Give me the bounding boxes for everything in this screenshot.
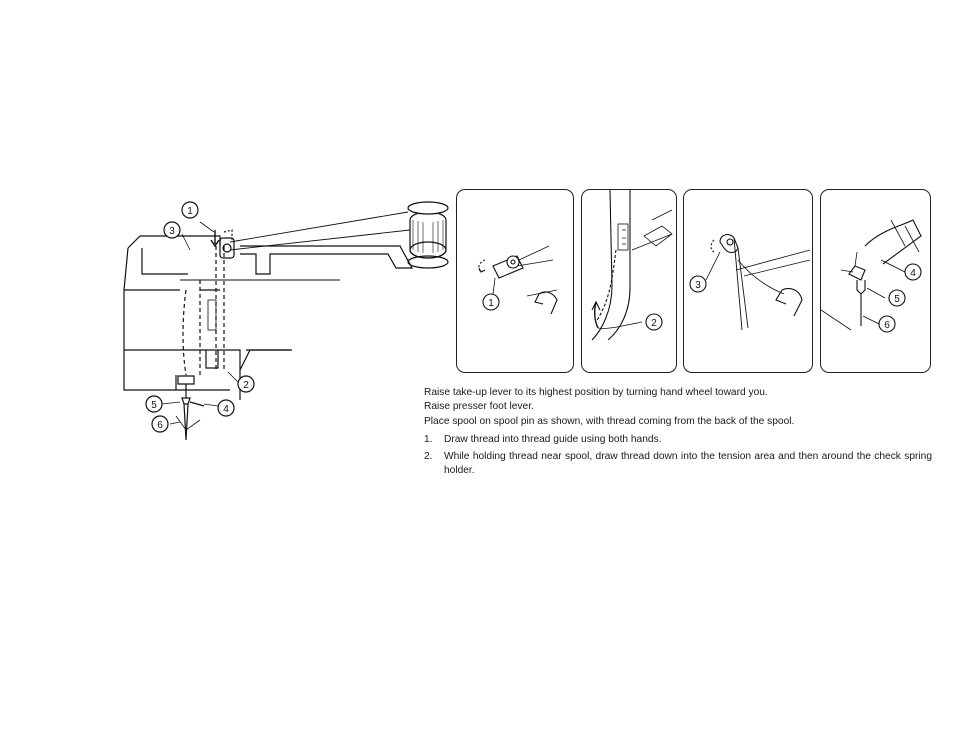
svg-text:6: 6 [157, 420, 163, 431]
step-number: 1. [424, 434, 433, 446]
step-item: 1. Draw thread into thread guide using b… [424, 433, 932, 447]
callout-2: 2 [645, 313, 663, 331]
detail-panel-needle: 4 5 6 [820, 189, 931, 373]
detail-panel-check-spring: 3 [683, 189, 813, 373]
spool-illustration [407, 201, 449, 269]
step-list: 1. Draw thread into thread guide using b… [424, 433, 932, 478]
step-number: 2. [424, 450, 433, 462]
detail-panel-thread-guide: 1 [456, 189, 574, 373]
instructions: Raise take-up lever to its highest posit… [424, 386, 932, 480]
svg-text:1: 1 [187, 206, 193, 217]
callout-4: 4 [904, 263, 922, 281]
step-item: 2. While holding thread near spool, draw… [424, 450, 932, 479]
svg-text:1: 1 [488, 298, 494, 309]
instruction-intro-1: Raise take-up lever to its highest posit… [424, 387, 768, 398]
detail-panel-tension-area: 2 [581, 189, 677, 373]
callout-5: 5 [888, 289, 906, 307]
machine-threading-diagram: 1 3 2 4 5 6 [120, 190, 450, 490]
callout-1: 1 [181, 201, 199, 219]
step-text: While holding thread near spool, draw th… [444, 450, 932, 477]
callout-6: 6 [151, 415, 169, 433]
callout-2: 2 [237, 375, 255, 393]
step-text: Draw thread into thread guide using both… [444, 434, 662, 446]
callout-4: 4 [217, 399, 235, 417]
svg-text:2: 2 [651, 318, 657, 329]
svg-text:4: 4 [910, 268, 916, 279]
instruction-intro-3: Place spool on spool pin as shown, with … [424, 415, 795, 427]
svg-text:5: 5 [894, 294, 900, 305]
svg-text:3: 3 [695, 280, 701, 291]
svg-text:2: 2 [243, 380, 249, 391]
svg-text:4: 4 [223, 404, 229, 415]
svg-text:6: 6 [884, 320, 890, 331]
svg-text:3: 3 [169, 226, 175, 237]
callout-3: 3 [163, 221, 181, 239]
callout-6: 6 [878, 315, 896, 333]
callout-1: 1 [482, 293, 500, 311]
svg-text:5: 5 [151, 400, 157, 411]
callout-5: 5 [145, 395, 163, 413]
callout-3: 3 [689, 275, 707, 293]
instruction-intro-2: Raise presser foot lever. [424, 401, 534, 413]
